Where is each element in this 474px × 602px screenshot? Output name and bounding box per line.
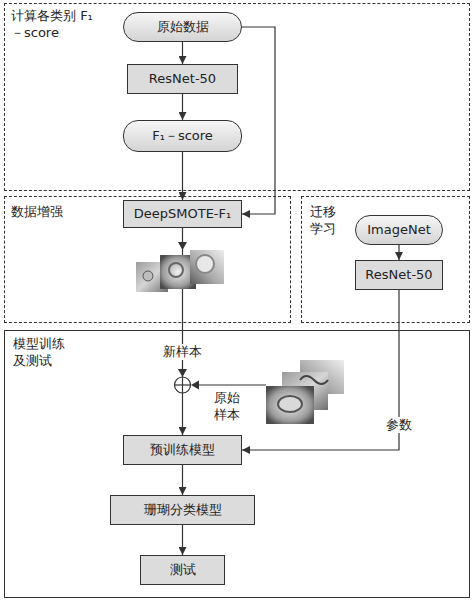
group-heading: 数据增强 [11,203,81,220]
process-box: 测试 [140,555,225,585]
texture [278,396,302,412]
generated-images [136,250,224,292]
group-heading: 迁移学习 [310,203,340,237]
coral-thumbnail [160,255,196,289]
texture [196,255,214,273]
flow-arrow [182,465,183,495]
group-heading: 计算各类别 F₁－score [11,7,103,41]
node-label: 测试 [170,562,196,578]
flow-arrow [398,245,399,260]
coral-thumbnail [282,372,328,410]
process-box: 珊瑚分类模型 [110,495,255,525]
coral-thumbnail [266,386,314,424]
node-label: 预训练模型 [150,442,215,458]
original-images [266,360,344,424]
arrow-head [178,369,187,377]
note-label: 原始样本 [214,389,244,423]
sum-cross [175,384,191,385]
texture [300,376,328,384]
flow-arrow [182,228,183,435]
sum-cross [182,377,183,393]
node-label: ResNet-50 [149,71,216,87]
arrow-head [178,242,187,250]
group-band: 数据增强 DeepSMOTE-F₁ [4,196,291,323]
node-label: 原始数据 [157,19,209,35]
edge-label: 新样本 [162,344,203,360]
node-label: ResNet-50 [365,267,432,283]
node-label: DeepSMOTE-F₁ [134,206,232,222]
sum-circle [175,377,191,393]
data-pill: 原始数据 [123,12,242,42]
flow-arrow [182,525,183,555]
flow-arrow [182,42,183,64]
flow-arrow [182,152,183,200]
node-label: F₁－score [152,128,213,144]
group-band: 计算各类别 F₁－score 原始数据 ResNet-50F₁－score [4,3,470,191]
merge-line [198,384,266,385]
flow-arrow [242,290,399,450]
coral-thumbnail [300,360,344,394]
texture [169,263,183,277]
process-box: DeepSMOTE-F₁ [123,200,242,228]
arrow-head [191,381,199,390]
texture [143,271,153,281]
flow-arrow [242,27,275,214]
node-label: ImageNet [367,222,431,238]
edge-label: 参数 [385,417,413,433]
process-box: ResNet-50 [355,260,443,290]
process-box: ResNet-50 [127,64,238,94]
data-pill: F₁－score [123,120,242,152]
data-pill: ImageNet [355,215,443,245]
group-band: 模型训练及测试预训练模型珊瑚分类模型测试 [4,330,470,598]
sum-symbol [175,377,191,393]
group-heading: 模型训练及测试 [13,335,71,369]
flow-arrow [182,94,183,120]
coral-thumbnail [136,262,168,292]
process-box: 预训练模型 [123,435,242,465]
group-band: 迁移学习 ImageNetResNet-50 [301,196,470,323]
node-label: 珊瑚分类模型 [144,502,222,518]
coral-thumbnail [190,250,224,284]
